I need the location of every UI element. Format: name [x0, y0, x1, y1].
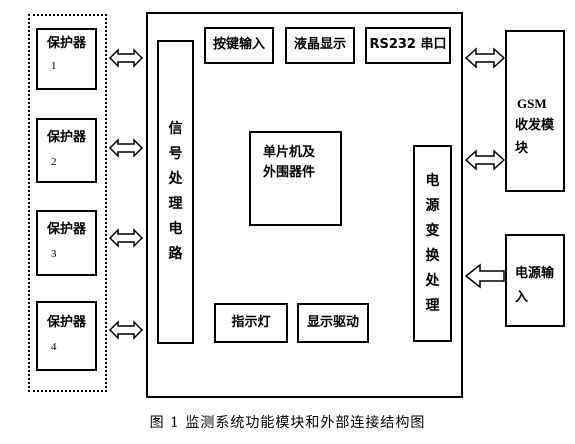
protector-number: 2 — [51, 156, 57, 169]
gsm-label-line2: 收发模 — [515, 118, 555, 134]
protector-label: 保护器 — [47, 130, 87, 145]
mcu-label-line2: 外围器件 — [263, 165, 316, 181]
protector-number: 3 — [51, 248, 57, 261]
double-arrow-3 — [108, 228, 144, 248]
gsm-label-line3: 块 — [515, 140, 529, 156]
protector-box-4: 保护器 4 — [36, 301, 97, 371]
power-conv-char: 处 — [425, 272, 440, 289]
mcu-label-line1: 单片机及 — [263, 145, 316, 160]
power-conv-char: 理 — [425, 297, 440, 314]
signal-char: 号 — [168, 146, 183, 162]
figure-caption: 图 1 监测系统功能模块和外部连接结构图 — [149, 415, 426, 431]
protector-group-border — [28, 14, 107, 392]
protector-label: 保护器 — [47, 36, 87, 51]
protector-number: 4 — [51, 341, 57, 354]
indicator-light-box: 指示灯 — [214, 303, 288, 343]
display-driver-box: 显示驱动 — [297, 303, 369, 343]
power-input-label-line2: 入 — [515, 290, 529, 306]
signal-processing-box: 信 号 处 理 电 路 — [157, 40, 194, 344]
lcd-display-label: 液晶显示 — [293, 37, 346, 53]
key-input-box: 按键输入 — [204, 27, 274, 64]
protector-box-3: 保护器 3 — [36, 210, 97, 276]
signal-char: 处 — [168, 171, 183, 187]
key-input-label: 按键输入 — [212, 37, 265, 53]
power-conv-char: 换 — [425, 247, 440, 264]
power-conv-char: 电 — [425, 172, 440, 189]
rs232-serial-label: RS232 串口 — [369, 37, 447, 53]
indicator-light-label: 指示灯 — [231, 314, 271, 330]
signal-char: 电 — [168, 221, 183, 237]
protector-label: 保护器 — [47, 315, 87, 330]
protector-number: 1 — [51, 60, 57, 73]
gsm-label-line1: GSM — [517, 96, 547, 111]
protector-box-1: 保护器 1 — [36, 28, 97, 90]
rs232-serial-box: RS232 串口 — [365, 27, 451, 64]
double-arrow-4 — [108, 320, 144, 340]
signal-char: 理 — [168, 196, 183, 212]
single-arrow-power — [464, 263, 505, 289]
signal-char: 路 — [168, 246, 183, 262]
double-arrow-gsm-2 — [464, 149, 506, 171]
power-conv-char: 变 — [425, 222, 440, 239]
gsm-module-box: GSM 收发模 块 — [505, 30, 565, 192]
power-input-label-line1: 电源输 — [515, 266, 555, 281]
protector-box-2: 保护器 2 — [36, 118, 97, 183]
signal-char: 信 — [168, 121, 183, 137]
power-conv-char: 源 — [425, 197, 440, 214]
protector-label: 保护器 — [47, 222, 87, 237]
display-driver-label: 显示驱动 — [306, 314, 359, 330]
lcd-display-box: 液晶显示 — [285, 27, 355, 64]
power-conversion-box: 电 源 变 换 处 理 — [413, 145, 452, 342]
double-arrow-1 — [108, 48, 144, 68]
double-arrow-2 — [108, 138, 144, 158]
power-input-box: 电源输 入 — [505, 234, 565, 327]
double-arrow-gsm-1 — [464, 47, 506, 69]
mcu-box: 单片机及 外围器件 — [249, 131, 342, 226]
